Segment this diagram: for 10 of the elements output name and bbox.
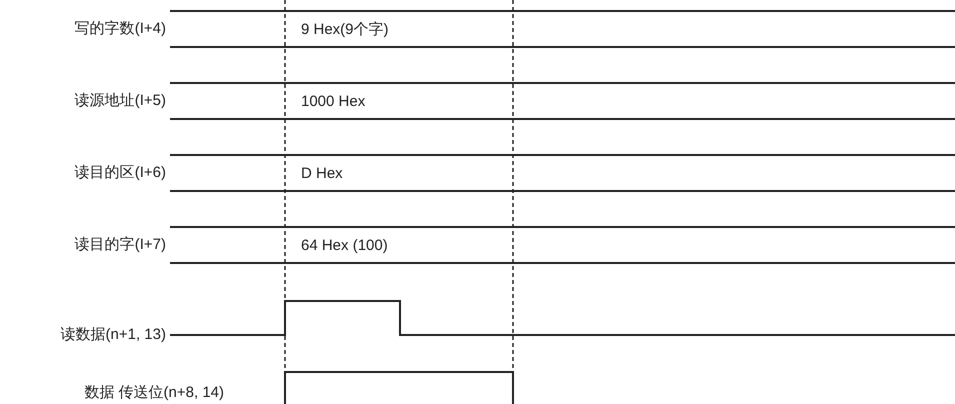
bus-value: 1000 Hex — [301, 93, 366, 111]
bus-value: 9 Hex(9个字) — [301, 21, 389, 39]
signal-name: 数据 传送位(n+8, 14) — [83, 384, 224, 402]
signal-name: 读目的字(I+7) — [74, 236, 166, 254]
signal-name: 读源地址(I+5) — [74, 92, 166, 110]
bus-value: 64 Hex (100) — [301, 237, 388, 255]
signal-name: 写的字数(I+4) — [74, 20, 166, 38]
signal-name: 读数据(n+1, 13) — [60, 326, 166, 344]
bus-value: D Hex — [301, 165, 343, 183]
signal-name: 读目的区(I+6) — [74, 164, 166, 182]
